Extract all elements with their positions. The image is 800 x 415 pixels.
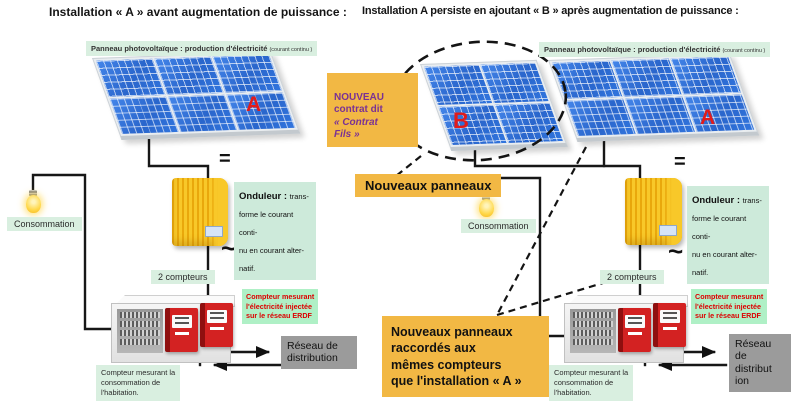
wire-consumption-left [31, 173, 130, 331]
cabinet-terminals [117, 309, 163, 353]
panel-caption-right: Panneau photovoltaïque : production d'él… [539, 42, 771, 57]
inverter-note-title: Onduleur : [239, 191, 290, 202]
bulb-cap [29, 190, 37, 196]
export-meter-left [165, 308, 198, 352]
panel-caption-left-small: (courant continu ) [269, 47, 313, 53]
export-meter-note-right: Compteur mesurant l'électricité injectée… [691, 289, 768, 325]
pv-module [670, 56, 741, 95]
pv-module [109, 96, 179, 134]
lightbulb-icon-left [25, 190, 41, 220]
two-meters-label-right: 2 compteurs [600, 270, 664, 284]
terminal-slat [573, 312, 613, 318]
meter-screen [624, 315, 645, 328]
pv-module [565, 98, 636, 136]
meter-bar [627, 332, 642, 335]
consumption-label-right: Consommation [461, 219, 536, 233]
new-panels-note: Nouveaux panneaux raccordés aux mêmes co… [382, 316, 549, 397]
dc-symbol-right: = [674, 151, 686, 173]
consumption-meter-left [200, 303, 233, 347]
bulb-glass [25, 195, 41, 213]
grid-network-box-right: Réseau de distribut ion [729, 334, 791, 392]
meter-cabinet-right [564, 295, 688, 365]
new-contract-text: NOUVEAU contrat dit [334, 91, 385, 116]
pv-module [480, 62, 549, 103]
meter-cabinet-left [111, 295, 235, 365]
wire-consumption-right [484, 176, 574, 338]
bulb-cap [482, 194, 490, 200]
meter-screen [659, 310, 680, 323]
panel-caption-right-small: (courant continu ) [722, 48, 766, 54]
consumption-meter-note-left: Compteur mesurant la consommation de l'h… [96, 365, 181, 402]
solar-panel-a-left [92, 51, 301, 140]
export-meter-right [618, 308, 651, 352]
consumption-meter-right [653, 303, 686, 347]
terminal-slat [120, 339, 160, 345]
inverter-note-right: Onduleur : trans- forme le courant conti… [687, 186, 769, 284]
solar-panel-a-right [548, 53, 760, 142]
pv-module [611, 58, 682, 97]
pv-module [154, 56, 224, 95]
terminal-slat [120, 312, 160, 318]
wire-panelA-inverter-left [147, 125, 210, 184]
new-panels-label: Nouveaux panneaux [355, 174, 502, 197]
pv-module [684, 94, 755, 132]
meter-screen [171, 315, 192, 328]
panel-letter-a-right: A [700, 106, 716, 129]
panel-caption-left: Panneau photovoltaïque : production d'él… [86, 41, 318, 56]
meter-bar [662, 327, 677, 330]
dc-symbol-left: = [219, 148, 231, 170]
export-meter-note-left: Compteur mesurant l'électricité injectée… [242, 289, 319, 325]
cabinet-terminals [570, 309, 616, 353]
meter-screen [206, 310, 227, 323]
two-meters-label-left: 2 compteurs [151, 270, 215, 284]
consumption-meter-note-right: Compteur mesurant la consommation de l'h… [549, 365, 634, 402]
inverter-note-text: trans- forme le courant conti- nu en cou… [692, 196, 762, 277]
bulb-glass [478, 199, 494, 217]
ac-symbol-left: ~ [221, 233, 237, 263]
new-contract-box: NOUVEAU contrat dit « Contrat Fils » [327, 73, 418, 147]
pv-module [96, 58, 166, 97]
panel-caption-left-text: Panneau photovoltaïque : production d'él… [91, 44, 270, 53]
inverter-display [659, 225, 677, 236]
panel-caption-right-text: Panneau photovoltaïque : production d'él… [544, 45, 723, 54]
inverter-right [625, 178, 682, 245]
meter-bar [174, 332, 189, 335]
ac-symbol-right: ~ [668, 236, 684, 266]
pv-module [494, 102, 563, 143]
consumption-label-left: Consommation [7, 217, 82, 231]
inverter-note-text: trans- forme le courant conti- nu en cou… [239, 192, 309, 273]
new-contract-name: « Contrat Fils » [334, 116, 378, 141]
meter-bar [209, 327, 224, 330]
terminal-slat [573, 321, 613, 327]
grid-network-box-left: Réseau de distribution [281, 336, 357, 369]
panel-letter-b: B [453, 108, 469, 133]
pv-module [624, 96, 695, 134]
title-right: Installation A persiste en ajoutant « B … [362, 5, 739, 17]
pv-module [552, 60, 623, 99]
pv-module [212, 54, 282, 93]
terminal-slat [573, 339, 613, 345]
terminal-slat [120, 321, 160, 327]
terminal-slat [573, 330, 613, 336]
pv-module [167, 94, 237, 132]
inverter-display [205, 226, 223, 237]
panel-letter-a-left: A [246, 93, 262, 116]
terminal-slat [120, 330, 160, 336]
lightbulb-icon-right [478, 194, 494, 224]
inverter-note-left: Onduleur : trans- forme le courant conti… [234, 182, 316, 280]
inverter-left [172, 178, 228, 246]
inverter-note-title: Onduleur : [692, 195, 743, 206]
title-left: Installation « A » avant augmentation de… [49, 5, 347, 19]
